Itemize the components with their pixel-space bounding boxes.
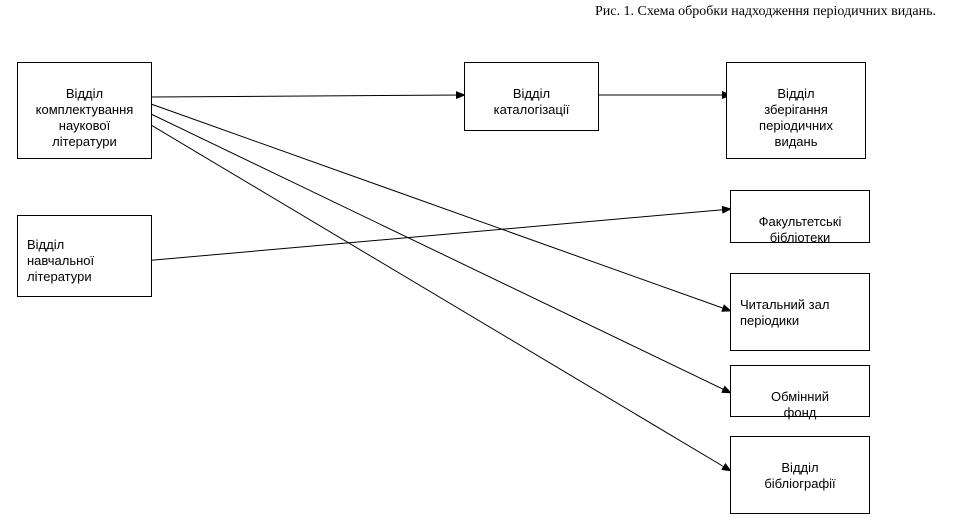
cataloging-department-label: Відділ каталогізації [493,86,570,117]
arrow-acquisition-to-bibliography [150,124,732,472]
arrow-acquisition-to-exchange [150,113,732,394]
educational-literature-label: Відділ навчальної літератури [27,237,95,284]
periodicals-reading-room-label: Читальний зал періодики [740,297,830,328]
faculty-libraries-label: Факультетські бібліотеки [758,214,842,245]
arrow-acquisition-to-cataloging [150,91,466,100]
figure-caption: Рис. 1. Схема обробки надходження період… [594,4,936,19]
cataloging-department-box: Відділ каталогізації [464,62,599,131]
educational-literature-box: Відділ навчальної літератури [17,215,152,297]
exchange-fund-label: Обмінний фонд [771,389,829,420]
periodicals-reading-room-box: Читальний зал періодики [730,273,870,351]
periodicals-storage-box: Відділ зберігання періодичних видань [726,62,866,159]
bibliography-department-box: Відділ бібліографії [730,436,870,514]
acquisition-department-label: Відділ комплектування наукової літератур… [35,86,134,149]
periodicals-storage-label: Відділ зберігання періодичних видань [759,86,833,149]
faculty-libraries-box: Факультетські бібліотеки [730,190,870,245]
arrow-acquisition-to-reading-room [150,103,732,312]
bibliography-department-label: Відділ бібліографії [764,460,836,491]
exchange-fund-box: Обмінний фонд [730,365,870,420]
arrow-educational-to-faculty [142,205,732,262]
acquisition-department-box: Відділ комплектування наукової літератур… [17,62,152,159]
